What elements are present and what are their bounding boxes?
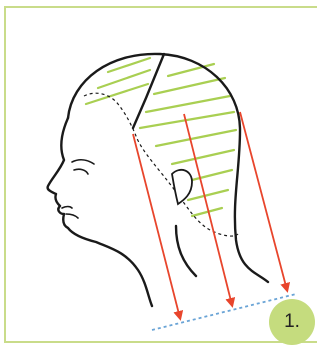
- direction-arrows: [133, 112, 287, 318]
- face-details: [62, 160, 94, 218]
- section-lines: [86, 58, 236, 216]
- arrow-icon: [133, 134, 180, 318]
- arrow-icon: [184, 114, 232, 305]
- arrow-icon: [240, 112, 287, 290]
- step-number-badge: 1.: [269, 299, 315, 345]
- head-outline: [48, 54, 268, 306]
